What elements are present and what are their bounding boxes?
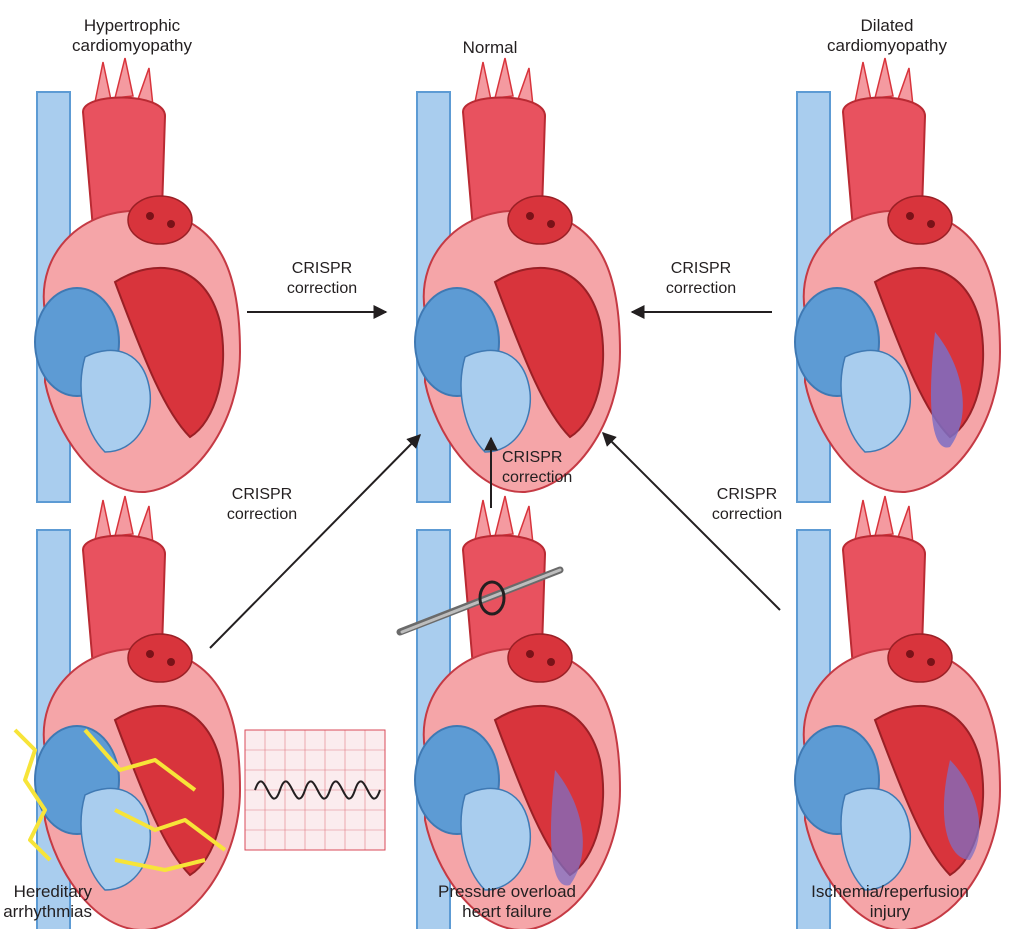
title-pressure: Pressure overload heart failure	[412, 882, 602, 922]
crispr-label-left: CRISPR correction	[272, 259, 372, 299]
title-hypertrophic-line1: Hypertrophic	[83, 16, 181, 35]
crispr-label-bottom-right-line2: correction	[711, 506, 783, 523]
crispr-label-right-line1: CRISPR	[670, 260, 732, 277]
crispr-label-bottom-mid-line1: CRISPR	[502, 449, 563, 466]
title-arrhythmias-line1: Hereditary	[13, 882, 92, 901]
crispr-label-bottom-right: CRISPR correction	[697, 485, 797, 525]
title-dilated-line2: cardiomyopathy	[826, 36, 947, 55]
title-hypertrophic: Hypertrophic cardiomyopathy	[57, 16, 207, 56]
ecg-trace	[254, 780, 381, 800]
title-ischemia: Ischemia/reperfusion injury	[795, 882, 985, 922]
scar-tissue	[930, 332, 963, 448]
spark-lines	[13, 728, 227, 872]
crispr-label-bottom-left: CRISPR correction	[212, 485, 312, 525]
crispr-label-right-line2: correction	[665, 280, 737, 297]
aortic-band-needle	[396, 566, 564, 636]
title-ischemia-line2: injury	[869, 902, 911, 921]
heart-hypertrophic	[34, 57, 241, 503]
crispr-label-right: CRISPR correction	[651, 259, 751, 299]
title-normal: Normal	[415, 38, 565, 58]
scar-tissue	[550, 770, 583, 886]
crispr-label-bottom-right-line1: CRISPR	[716, 486, 778, 503]
title-pressure-line1: Pressure overload	[438, 882, 576, 901]
crispr-label-bottom-mid: CRISPR correction	[502, 448, 602, 488]
title-arrhythmias: Hereditary arrhythmias	[0, 882, 92, 922]
heart-normal	[414, 57, 621, 503]
heart-dilated	[794, 57, 1001, 503]
crispr-label-bottom-left-line2: correction	[226, 506, 298, 523]
crispr-label-bottom-mid-line2: correction	[502, 469, 573, 486]
crispr-label-left-line1: CRISPR	[291, 260, 353, 277]
title-hypertrophic-line2: cardiomyopathy	[71, 36, 192, 55]
title-dilated-line1: Dilated	[860, 16, 914, 35]
title-dilated: Dilated cardiomyopathy	[812, 16, 962, 56]
arrow-ischemia-to-normal	[602, 432, 781, 611]
title-arrhythmias-line2: arrhythmias	[3, 902, 92, 921]
crispr-label-bottom-left-line1: CRISPR	[231, 486, 293, 503]
title-normal-line1: Normal	[462, 38, 518, 57]
heart-ischemia	[794, 495, 1001, 929]
title-pressure-line2: heart failure	[462, 902, 552, 921]
crispr-label-left-line2: correction	[286, 280, 358, 297]
ecg-strip	[244, 729, 386, 851]
heart-pressure	[414, 495, 621, 929]
heart-arrhythmias	[13, 495, 241, 929]
arrow-arrhythmias-to-normal	[209, 434, 421, 649]
scar-tissue	[943, 760, 980, 860]
title-ischemia-line1: Ischemia/reperfusion	[811, 882, 969, 901]
